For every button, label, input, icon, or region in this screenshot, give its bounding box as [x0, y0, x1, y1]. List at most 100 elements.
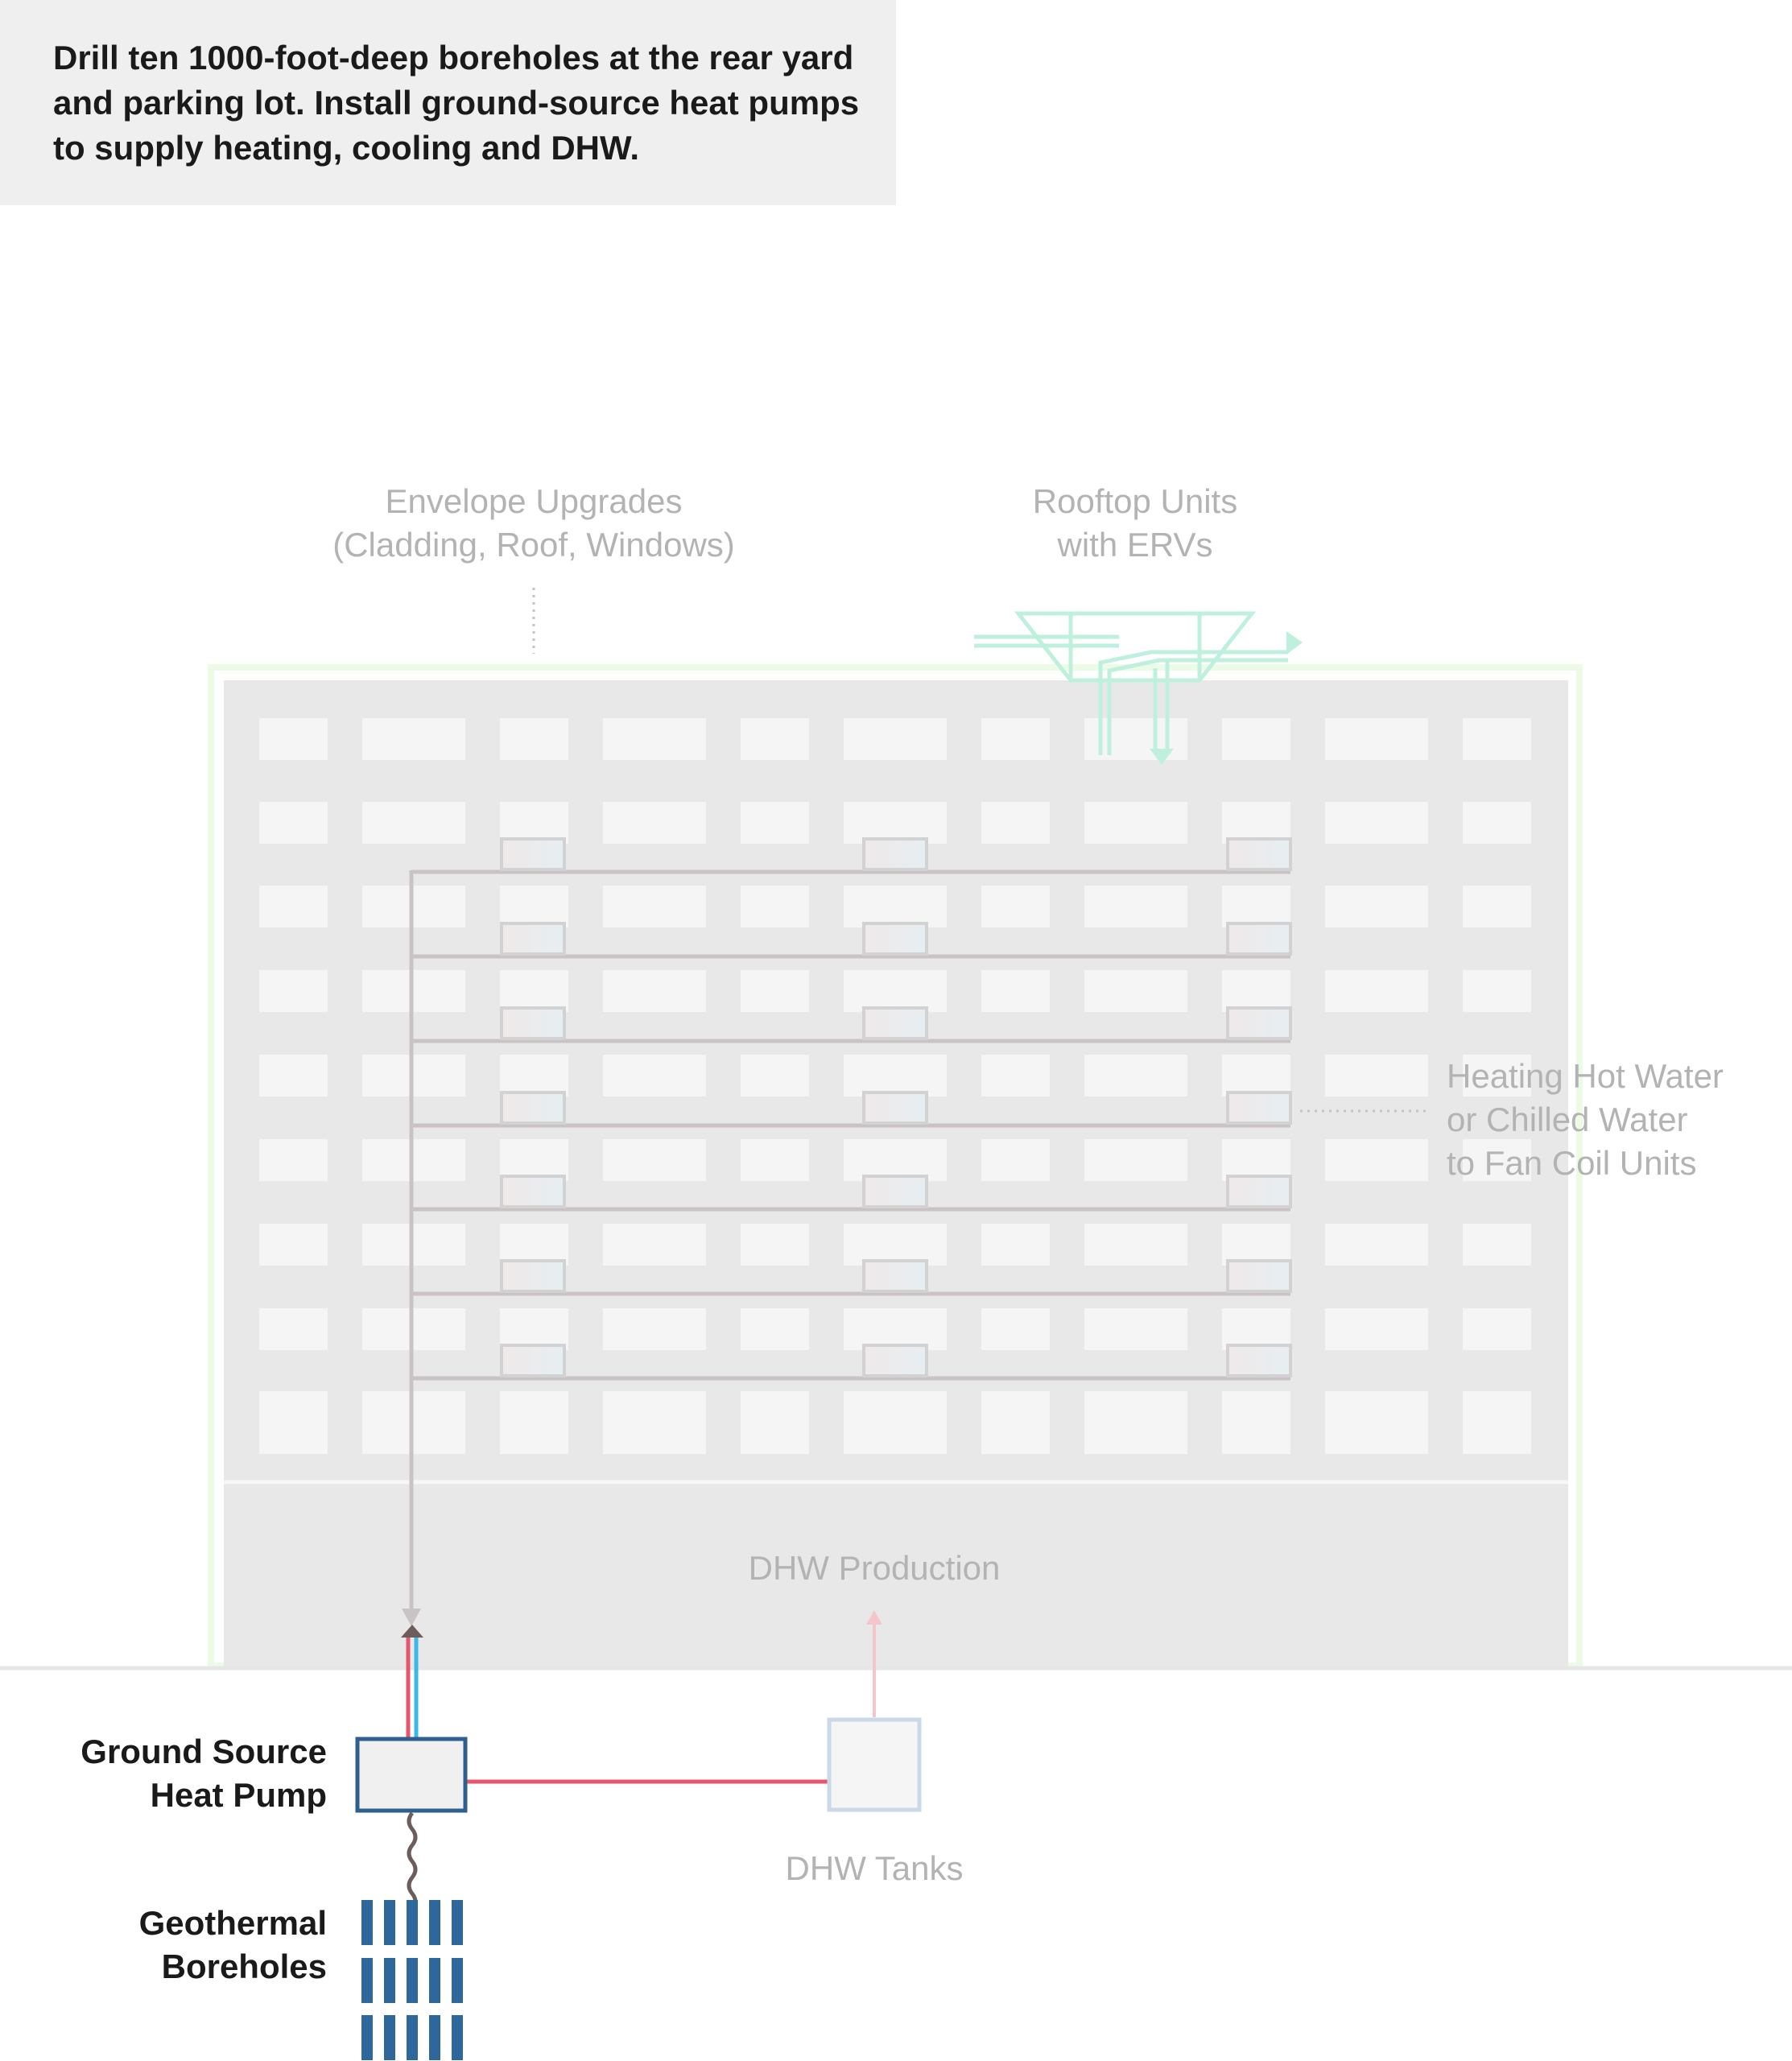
window	[981, 802, 1050, 844]
fan-coil-unit	[1226, 1175, 1292, 1208]
window	[603, 970, 706, 1012]
rooftop-erv-icon	[974, 611, 1288, 755]
boreholes	[361, 1900, 463, 2060]
window	[1325, 1391, 1428, 1454]
fan-coil-unit	[862, 1344, 928, 1377]
window	[1222, 802, 1290, 844]
fan-coil-unit	[1226, 922, 1292, 956]
window	[741, 970, 809, 1012]
window	[1325, 1224, 1428, 1266]
borehole	[407, 1900, 418, 1945]
window	[1463, 1139, 1531, 1181]
window	[500, 718, 568, 760]
window	[362, 1055, 465, 1097]
dhw-production-label: DHW Production	[748, 1549, 1001, 1587]
fan-coil-unit	[1226, 1259, 1292, 1293]
window	[1222, 1224, 1290, 1266]
window	[500, 802, 568, 844]
window	[741, 1139, 809, 1181]
window	[603, 1224, 706, 1266]
borehole	[452, 2015, 463, 2060]
rooftop-label-line2: with ERVs	[1057, 526, 1213, 564]
window	[500, 1224, 568, 1266]
window	[741, 718, 809, 760]
window	[981, 970, 1050, 1012]
window	[259, 970, 328, 1012]
window	[362, 718, 465, 760]
window	[1084, 1391, 1187, 1454]
heating-label-line1: Heating Hot Water	[1447, 1057, 1724, 1095]
window	[1084, 886, 1187, 927]
boreholes-label-line1: Geothermal	[138, 1904, 327, 1942]
window	[844, 1055, 947, 1097]
window	[1325, 718, 1428, 760]
boreholes-label-line2: Boreholes	[161, 1947, 327, 1985]
window	[981, 718, 1050, 760]
borehole	[384, 1958, 395, 2003]
window	[741, 802, 809, 844]
fan-coil-unit	[500, 1259, 566, 1293]
fan-coil-unit	[862, 922, 928, 956]
window	[362, 1308, 465, 1350]
window	[981, 1139, 1050, 1181]
window	[1222, 1391, 1290, 1454]
window	[1222, 1308, 1290, 1350]
window	[362, 970, 465, 1012]
window	[844, 886, 947, 927]
borehole	[407, 2015, 418, 2060]
borehole	[361, 1958, 373, 2003]
rooftop-label: Rooftop Units with ERVs	[974, 480, 1296, 567]
window	[741, 1391, 809, 1454]
fan-coil-unit	[500, 1175, 566, 1208]
window	[844, 1139, 947, 1181]
window	[500, 1055, 568, 1097]
borehole	[452, 1958, 463, 2003]
borehole	[452, 1900, 463, 1945]
window	[1222, 970, 1290, 1012]
window	[1325, 970, 1428, 1012]
envelope-label-line1: Envelope Upgrades	[385, 482, 683, 520]
borehole	[361, 2015, 373, 2060]
window	[981, 886, 1050, 927]
window	[362, 1391, 465, 1454]
dhw-tanks-label: DHW Tanks	[785, 1849, 964, 1887]
window	[1222, 886, 1290, 927]
window	[259, 1391, 328, 1454]
window	[981, 1391, 1050, 1454]
heat-pump-box	[355, 1737, 468, 1813]
window	[1325, 1308, 1428, 1350]
window	[362, 1139, 465, 1181]
window	[1463, 1391, 1531, 1454]
caption-text: Drill ten 1000-foot-deep boreholes at th…	[53, 39, 860, 167]
window	[844, 718, 947, 760]
window	[1084, 802, 1187, 844]
riser-arrow-icon	[402, 1609, 421, 1626]
window	[981, 1055, 1050, 1097]
window	[1325, 1055, 1428, 1097]
fan-coil-unit	[1226, 1006, 1292, 1040]
window	[1084, 1139, 1187, 1181]
window	[844, 1308, 947, 1350]
window	[259, 1055, 328, 1097]
window	[1463, 970, 1531, 1012]
fan-coil-unit	[862, 837, 928, 871]
borehole	[429, 2015, 440, 2060]
envelope-label: Envelope Upgrades (Cladding, Roof, Windo…	[292, 480, 775, 567]
window	[500, 1139, 568, 1181]
window	[603, 718, 706, 760]
window	[603, 802, 706, 844]
fan-coil-unit	[862, 1091, 928, 1125]
borehole	[361, 1900, 373, 1945]
window	[844, 802, 947, 844]
borehole	[384, 1900, 395, 1945]
window	[259, 886, 328, 927]
gshp-label-line2: Heat Pump	[150, 1776, 327, 1814]
fan-coil-unit	[862, 1259, 928, 1293]
fan-coil-unit	[500, 922, 566, 956]
borehole	[407, 1958, 418, 2003]
window	[741, 1308, 809, 1350]
floor-pipes	[411, 837, 1292, 1381]
window	[844, 970, 947, 1012]
caption-box: Drill ten 1000-foot-deep boreholes at th…	[0, 0, 896, 205]
window	[844, 1391, 947, 1454]
